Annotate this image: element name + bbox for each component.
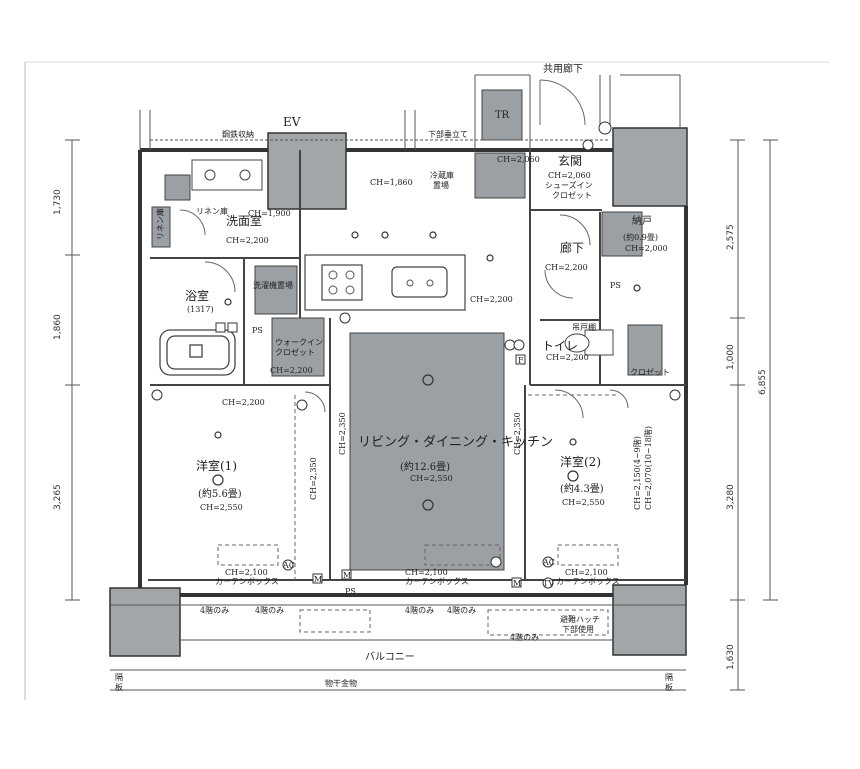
youshitsu2-ch: CH=2,550	[562, 498, 605, 507]
fourth-only-4: 4階のみ	[447, 605, 476, 615]
washer-fill	[254, 265, 298, 315]
hoshi-label: 物干金物	[325, 678, 357, 688]
fourth-only-1: 4階のみ	[200, 605, 229, 615]
walkin-ch: CH=2,200	[270, 366, 313, 375]
senmen-ch: CH=2,200	[226, 236, 269, 245]
fridge-label: 冷蔵庫置場	[430, 170, 454, 190]
genkan-label: 玄関	[558, 153, 582, 168]
dim-right-total: 6,855	[758, 369, 768, 395]
ch-2100-label-3: CH=2,100	[565, 568, 608, 577]
ps1-label: PS	[252, 326, 263, 335]
tv-label: TV	[543, 579, 554, 588]
fourth-only-2: 4階のみ	[255, 605, 284, 615]
curtain-label-2: カーテンボックス	[405, 577, 469, 586]
nando-ch: CH=2,000	[625, 244, 668, 253]
ch-2060-label: CH=2,060	[497, 155, 540, 164]
hall-ch: CH=2,200	[545, 263, 588, 272]
youshitsu1-label: 洋室(1)	[196, 458, 237, 473]
nando-label: 納戸	[632, 214, 652, 227]
dim-left-3: 3,265	[53, 484, 63, 510]
senmen-label: 洗面室	[226, 213, 262, 228]
genkan-ch: CH=2,060	[548, 171, 591, 180]
dim-left-1: 1,730	[53, 189, 63, 215]
tsuri-label: 吊戸棚	[572, 322, 596, 332]
ch-2350-c: CH=2,350	[309, 457, 318, 500]
ch-2350-b: CH=2,350	[513, 412, 522, 455]
pillar-top-right	[612, 127, 688, 207]
linen-fill	[151, 206, 171, 248]
nando-fill	[601, 211, 643, 257]
m-label-2: M	[343, 571, 351, 580]
f-label: F	[518, 356, 524, 365]
washer-label: 洗濯機置場	[253, 280, 293, 290]
youshitsu1-size: (約5.6畳)	[198, 487, 242, 500]
closet-label: クロゼット	[630, 367, 670, 377]
bath-label: 浴室	[185, 288, 209, 303]
dim-right-4: 1,630	[726, 644, 736, 670]
shoe-closet-label: シューズインクロゼット	[545, 180, 593, 200]
ldk-floor	[349, 332, 505, 571]
ac-label-1: AC	[282, 561, 295, 570]
hall-label: 廊下	[560, 240, 584, 255]
ps3-label: PS	[345, 587, 356, 596]
ldk-ch-top: CH=2,200	[470, 295, 513, 304]
toilet-fixture	[584, 329, 614, 356]
walkin-fill	[271, 317, 325, 377]
ps2-label: PS	[610, 281, 621, 290]
youshitsu1-ch: CH=2,550	[200, 503, 243, 512]
corridor-label: 共用廊下	[543, 62, 583, 75]
ev-label: EV	[283, 115, 301, 129]
balcony-label: バルコニー	[365, 651, 415, 663]
dim-right-3: 3,280	[726, 484, 736, 510]
fourth-only-3: 4階のみ	[405, 605, 434, 615]
linen-sm-label: リネン庫	[196, 206, 228, 216]
curtain-label-3: カーテンボックス	[556, 577, 620, 586]
ldk-size: (約12.6畳)	[400, 460, 450, 473]
walkin-label: ウォークインクロゼット	[275, 338, 323, 357]
fourth-only-5: 4階のみ	[510, 632, 539, 642]
tr-fill	[481, 89, 523, 141]
pillar-bottom-right	[612, 584, 687, 656]
m-label-1: M	[314, 575, 322, 584]
toilet-ch: CH=2,200	[546, 353, 589, 362]
toilet-label: トイレ	[542, 339, 578, 353]
dim-right-1: 2,575	[726, 224, 736, 250]
linen-vertical: リネン庫	[155, 208, 165, 240]
youshitsu2-size: (約4.3畳)	[560, 482, 604, 495]
shikiri-right: 隔板	[665, 673, 673, 692]
chimney-label: 鋼鉄収納	[222, 129, 254, 139]
washbasin	[191, 159, 263, 191]
ch-1900-label: CH=1,900	[248, 209, 291, 218]
ldk-ch: CH=2,550	[410, 474, 453, 483]
nando-size: (約0.9畳)	[623, 232, 658, 242]
dim-right-2: 1,000	[726, 344, 736, 370]
ch-side-1: CH=2,150(4~9階)	[632, 436, 642, 510]
pillar-top-center	[267, 132, 347, 210]
shikiri-left: 隔板	[115, 673, 123, 692]
youshitsu2-label: 洋室(2)	[560, 454, 601, 469]
bath-size: (1317)	[187, 305, 214, 314]
ac-label-2: AC	[542, 558, 555, 567]
down-hanging-label: 下部垂立て	[428, 129, 468, 139]
ch-2350-a: CH=2,350	[338, 412, 347, 455]
ch-2100-label-2: CH=2,100	[405, 568, 448, 577]
emergency-label: 避難ハッチ下部使用	[560, 614, 600, 634]
closet-fill	[627, 324, 663, 376]
entry-door-swing	[539, 79, 586, 126]
tr-label: TR	[495, 110, 510, 121]
ldk-label: リビング・ダイニング・キッチン	[358, 435, 553, 450]
shoe-closet-fill	[474, 152, 526, 199]
m-label-3: M	[513, 579, 521, 588]
ch-side-2: CH=2,070(10~18階)	[643, 426, 653, 510]
curtain-label-1: カーテンボックス	[215, 577, 279, 586]
ch-1860-label: CH=1,860	[370, 178, 413, 187]
dim-left-2: 1,860	[53, 314, 63, 340]
pillar-bottom-left	[109, 587, 181, 657]
ch-2100-label-1: CH=2,100	[225, 568, 268, 577]
washroom-fill	[164, 174, 191, 201]
ch-2200-left: CH=2,200	[222, 398, 265, 407]
